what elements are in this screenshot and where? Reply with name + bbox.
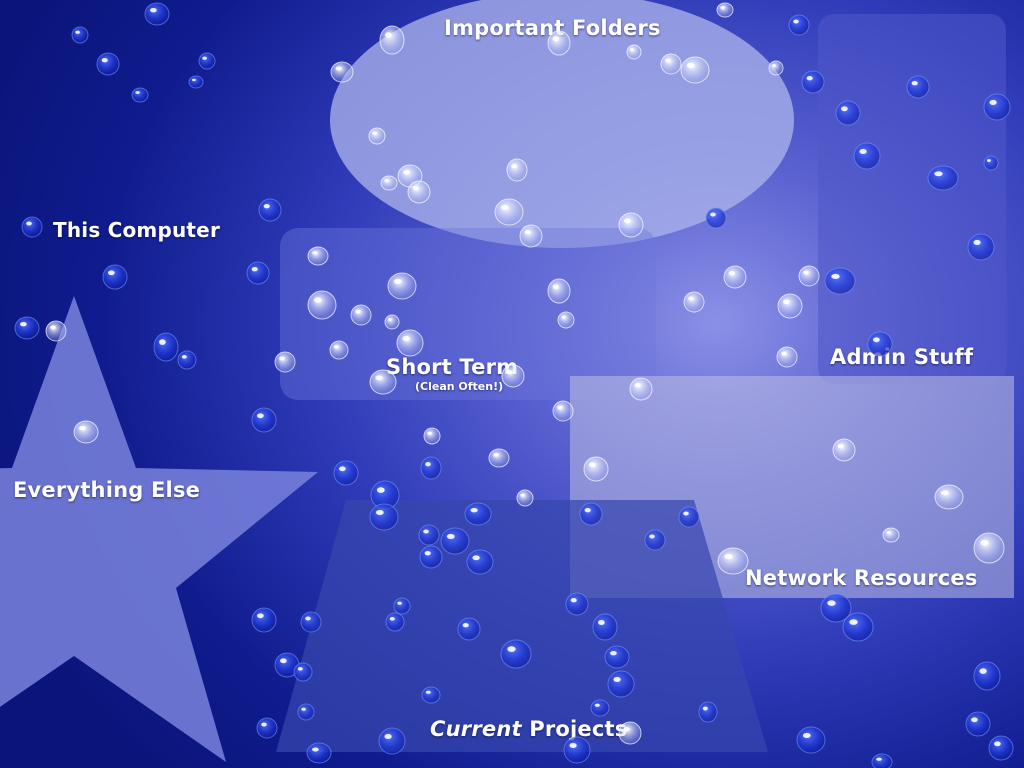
water-drop-icon [333, 460, 359, 486]
water-drop-icon [788, 14, 810, 36]
water-drop-icon [871, 753, 893, 768]
water-drop-icon [798, 265, 820, 287]
short-term-label: Short Term [386, 355, 519, 379]
network-resources-label: Network Resources [745, 566, 978, 590]
everything-else-label: Everything Else [13, 478, 201, 502]
current-projects-label-em: Current [430, 717, 522, 741]
water-drop-icon [777, 293, 803, 319]
water-drop-icon [842, 612, 874, 642]
water-drop-icon [716, 2, 734, 18]
admin-stuff-zone [818, 14, 1006, 384]
water-drop-icon [965, 711, 991, 737]
current-projects-label: Current Projects [430, 717, 627, 741]
water-drop-icon [423, 427, 441, 445]
water-drop-icon [683, 291, 705, 313]
water-drop-icon [820, 593, 852, 623]
admin-stuff-label: Admin Stuff [830, 345, 974, 369]
important-folders-label: Important Folders [444, 16, 661, 40]
this-computer-label: This Computer [53, 218, 221, 242]
star-shape [0, 296, 318, 762]
water-drop-icon [723, 265, 747, 289]
water-drop-icon [420, 456, 442, 480]
water-drop-icon [488, 448, 510, 468]
water-drop-icon [796, 726, 826, 754]
water-drop-icon [776, 346, 798, 368]
short-term-sublabel: (Clean Often!) [415, 380, 504, 393]
water-drop-icon [988, 735, 1014, 761]
water-drop-icon [973, 661, 1001, 691]
current-projects-label-rest: Projects [521, 717, 628, 741]
short-term-zone [280, 228, 656, 400]
